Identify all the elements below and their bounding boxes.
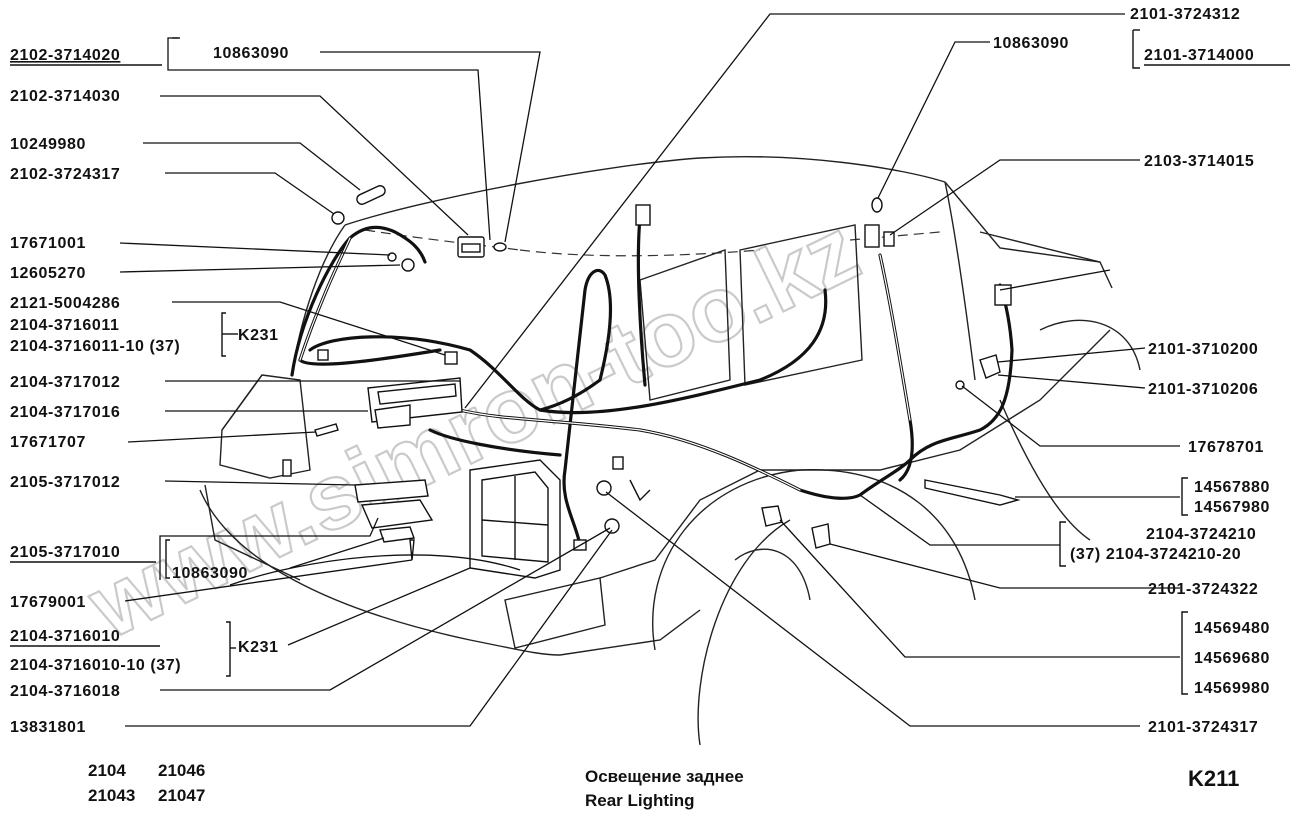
part-number: 14567980 bbox=[1194, 499, 1270, 516]
labels-right: 2101-3724312 10863090 2101-3714000 2103-… bbox=[993, 6, 1290, 736]
part-number: 2101-3724317 bbox=[1148, 719, 1258, 736]
part-number: 2121-5004286 bbox=[10, 295, 120, 312]
strap-14567880 bbox=[924, 479, 1021, 506]
part-number: 2104-3717012 bbox=[10, 374, 120, 391]
part-number: 17678701 bbox=[1188, 439, 1264, 456]
group-code: K231 bbox=[238, 639, 279, 656]
model-code: 2104 bbox=[88, 761, 126, 780]
part-number: 17671001 bbox=[10, 235, 86, 252]
diagram-title-en: Rear Lighting bbox=[585, 791, 695, 810]
part-number: (37) 2104-3724210-20 bbox=[1070, 546, 1241, 563]
part-number: 14569980 bbox=[1194, 680, 1270, 697]
nut-2102-3724317 bbox=[331, 211, 345, 225]
screw-17671707 bbox=[314, 423, 339, 437]
connector-lamp bbox=[282, 459, 292, 477]
part-number: 13831801 bbox=[10, 719, 86, 736]
part-number: 2105-3717010 bbox=[10, 544, 120, 561]
lens-10249980 bbox=[356, 185, 386, 205]
screw-17679001 bbox=[409, 539, 415, 561]
sheet-code: K211 bbox=[1188, 766, 1239, 791]
part-number: 2101-3724322 bbox=[1148, 581, 1258, 598]
grommet-right-top bbox=[871, 197, 883, 213]
part-number: 2103-3714015 bbox=[1144, 153, 1254, 170]
part-number: 17679001 bbox=[10, 594, 86, 611]
part-number: 2101-3710200 bbox=[1148, 341, 1258, 358]
diagram-title-ru: Освещение заднее bbox=[585, 767, 744, 786]
part-number: 2104-3716011 bbox=[10, 317, 120, 334]
connector-small bbox=[317, 349, 329, 361]
part-number: 2104-3717016 bbox=[10, 404, 120, 421]
part-number: 10863090 bbox=[993, 35, 1069, 52]
screw-17671001 bbox=[387, 252, 397, 262]
part-number: 2104-3716011-10 (37) bbox=[10, 338, 180, 355]
connector-mid bbox=[612, 456, 624, 470]
part-number: 2102-3714020 bbox=[10, 47, 120, 64]
holder-14569480 bbox=[761, 505, 783, 527]
connector-rear-right bbox=[994, 284, 1012, 306]
model-code: 21046 bbox=[158, 761, 205, 780]
lamp-holder-2101-3710200 bbox=[979, 354, 1001, 379]
part-number: 2104-3716010 bbox=[10, 628, 120, 645]
part-number: 10863090 bbox=[213, 45, 289, 62]
group-code: K231 bbox=[238, 327, 279, 344]
part-number: 2104-3724210 bbox=[1146, 526, 1256, 543]
parts bbox=[282, 185, 1021, 579]
part-number: 2101-3714000 bbox=[1144, 47, 1254, 64]
part-number: 17671707 bbox=[10, 434, 86, 451]
part-number: 2104-3716018 bbox=[10, 683, 120, 700]
model-code: 21047 bbox=[158, 786, 205, 805]
plate-lamp-2105 bbox=[354, 479, 429, 503]
labels-left: 2102-3714020 10863090 2102-3714030 10249… bbox=[10, 45, 289, 736]
nut-12605270 bbox=[401, 258, 415, 272]
part-number: 2104-3716010-10 (37) bbox=[10, 657, 181, 674]
part-number: 2101-3710206 bbox=[1148, 381, 1258, 398]
connector-upper-left bbox=[635, 204, 651, 226]
leader-lines bbox=[119, 13, 1180, 727]
part-number: 2105-3717012 bbox=[10, 474, 120, 491]
part-number: 10863090 bbox=[172, 565, 248, 582]
part-number: 14569680 bbox=[1194, 650, 1270, 667]
switch-2101-3714000 bbox=[864, 224, 880, 248]
part-number: 14569480 bbox=[1194, 620, 1270, 637]
model-code: 21043 bbox=[88, 786, 135, 805]
brackets bbox=[165, 29, 1188, 695]
part-number: 2102-3714030 bbox=[10, 88, 120, 105]
part-number: 14567880 bbox=[1194, 479, 1270, 496]
switch-2103-3714015 bbox=[883, 231, 895, 247]
grommet-top bbox=[493, 242, 507, 252]
grommet-2101-3724317 bbox=[596, 480, 612, 496]
connector-2101-3724322 bbox=[811, 523, 831, 549]
screw-17678701 bbox=[955, 380, 965, 390]
part-number: 2102-3724317 bbox=[10, 166, 120, 183]
footer: 2104 21046 21043 21047 Освещение заднее … bbox=[88, 761, 1239, 810]
watermark: www.simron-too.kz bbox=[73, 198, 874, 658]
plate-lamp-left-cap bbox=[461, 243, 481, 253]
part-number: 2101-3724312 bbox=[1130, 6, 1240, 23]
connector-side bbox=[444, 351, 458, 365]
part-number: 12605270 bbox=[10, 265, 86, 282]
part-number: 10249980 bbox=[10, 136, 86, 153]
